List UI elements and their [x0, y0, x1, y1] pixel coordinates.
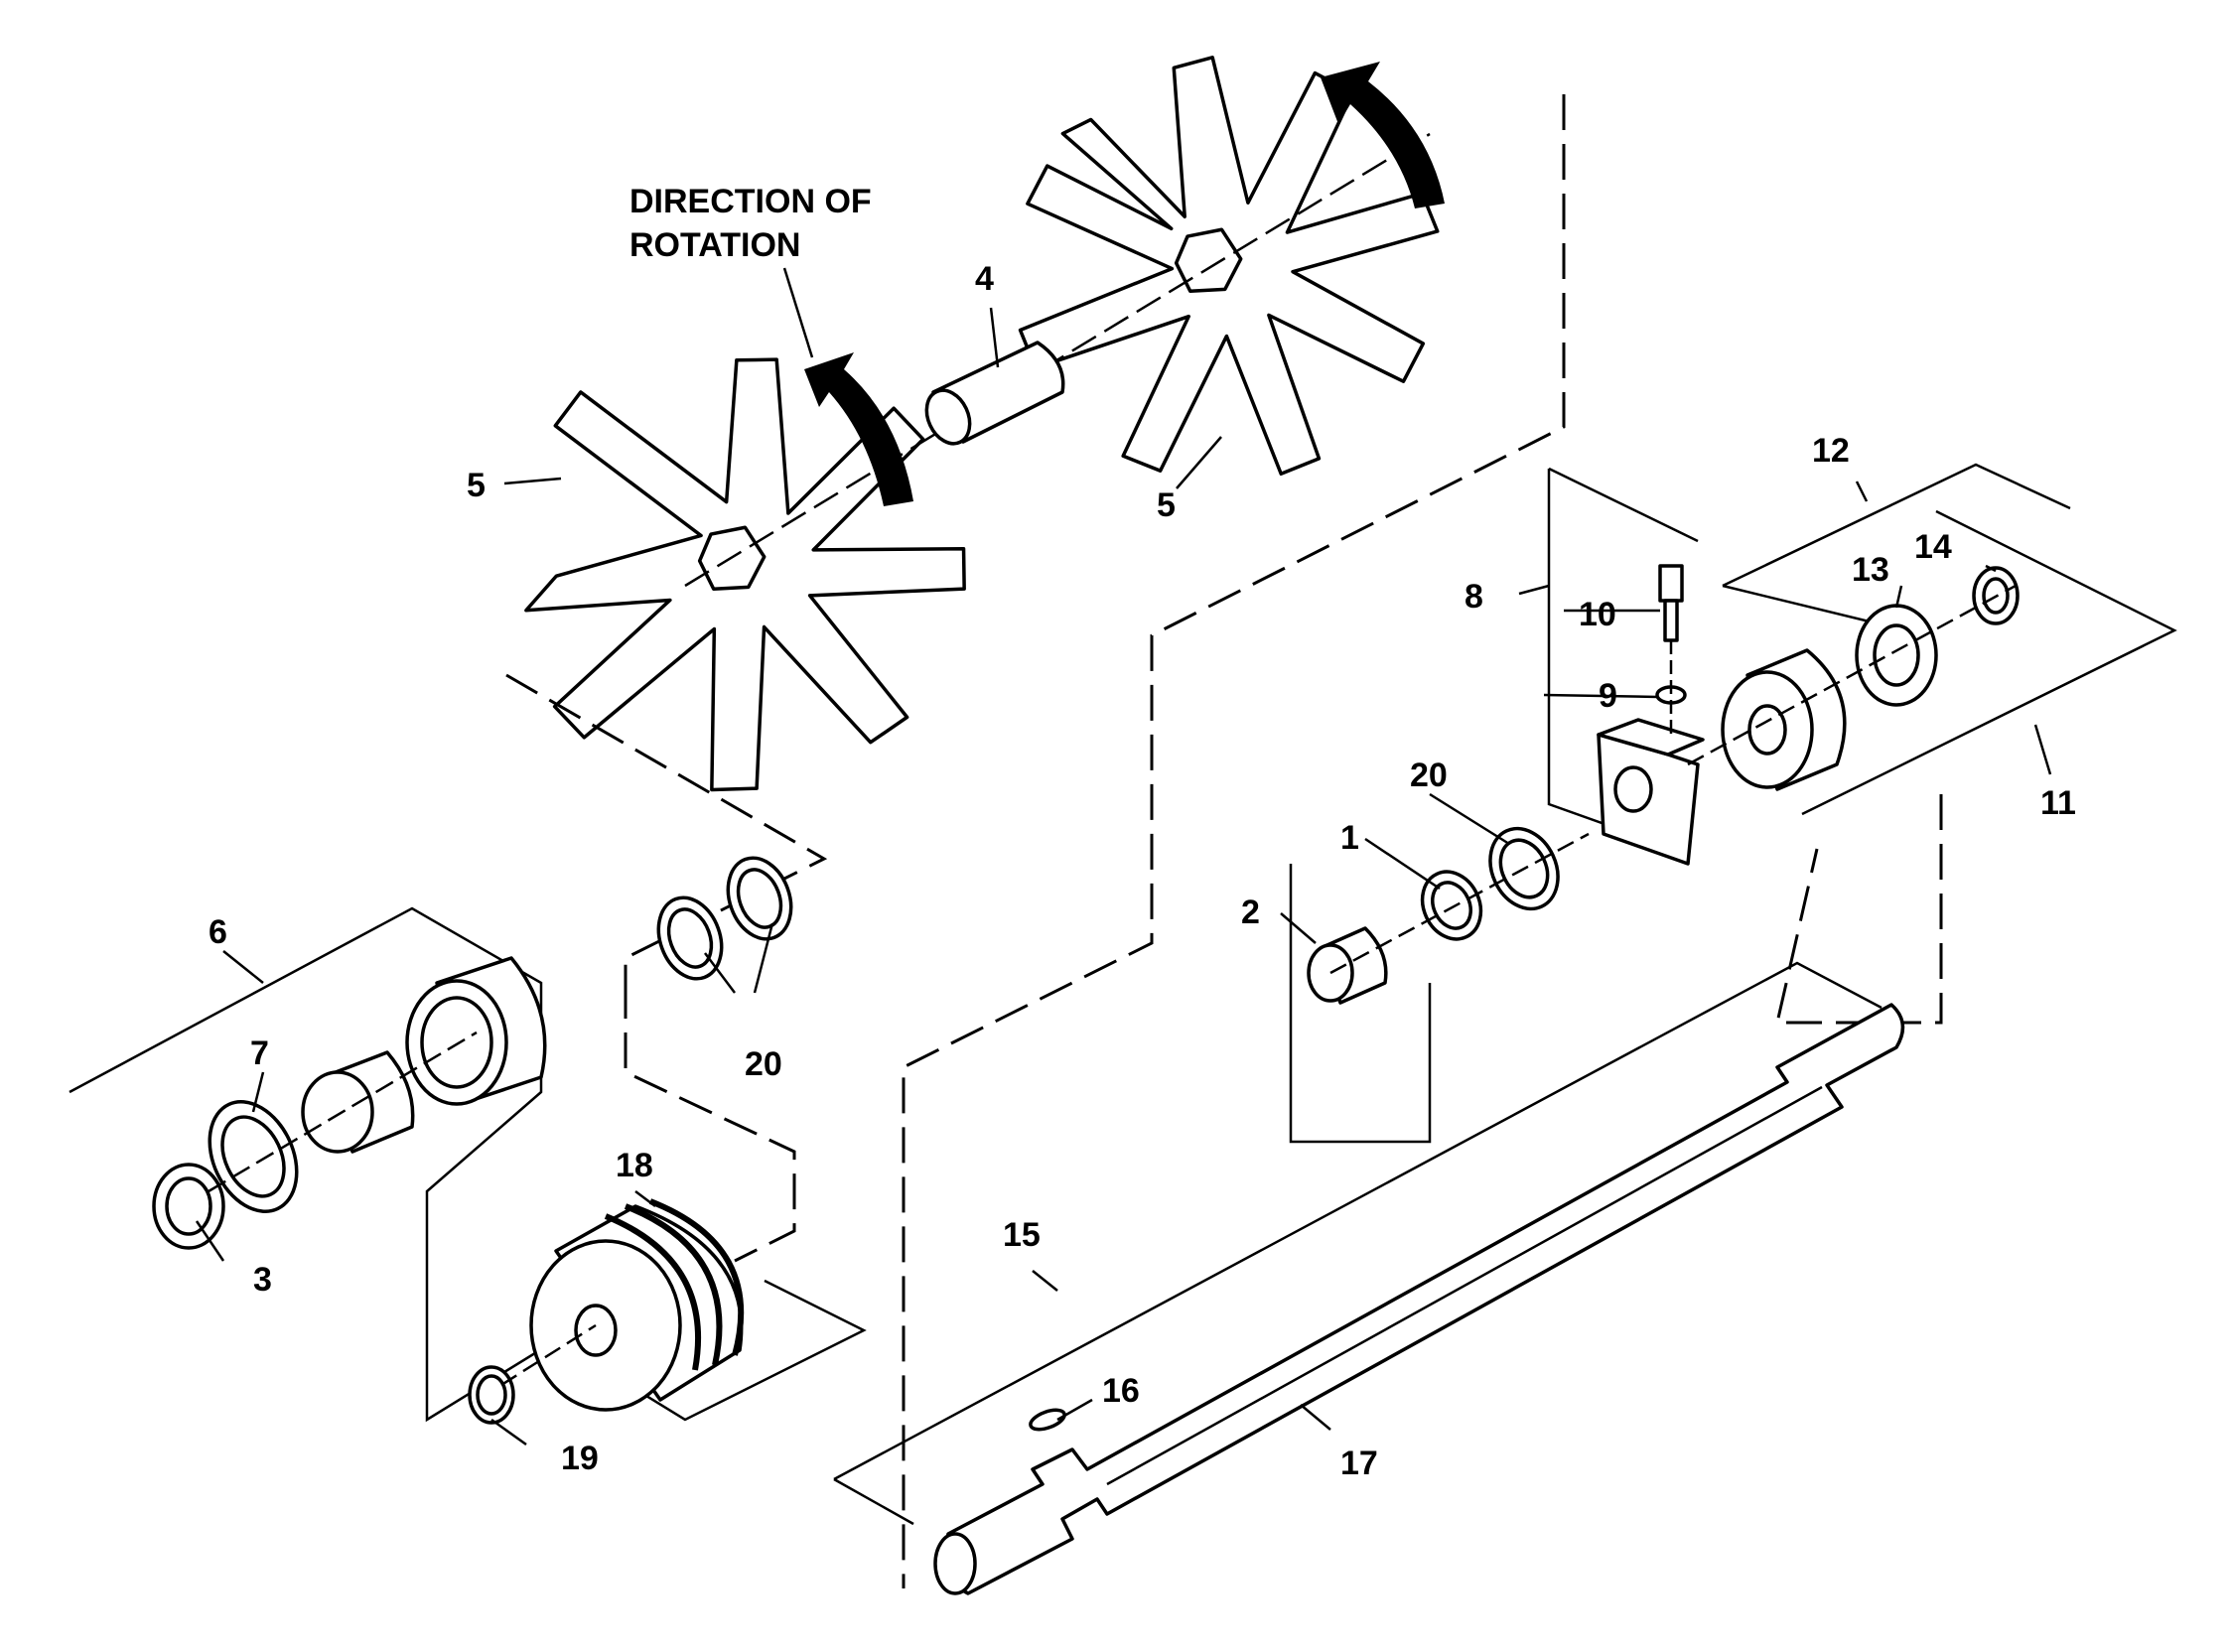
- path-left-mid: [624, 983, 796, 1263]
- callout-19: 19: [561, 1440, 599, 1477]
- path-right: [1775, 794, 1943, 1025]
- rotation-arrow-left: [804, 352, 913, 506]
- callout-20a: 20: [745, 1045, 782, 1083]
- callout-1: 1: [1340, 819, 1359, 857]
- shaft-key: [1029, 1408, 1066, 1432]
- pulley: [468, 1198, 745, 1425]
- callout-14: 14: [1914, 528, 1952, 566]
- callout-5b: 5: [1157, 486, 1176, 524]
- callout-9: 9: [1599, 677, 1617, 715]
- path-main: [902, 94, 1566, 1588]
- callouts: 5 5 4 6 7 3 20 18 19 15 16 17 8 10 9 12 …: [209, 260, 2076, 1482]
- callout-2: 2: [1241, 894, 1260, 931]
- path-left-top: [505, 673, 828, 983]
- hex-hub-right: [1174, 227, 1243, 293]
- bearing-group-right: [1307, 463, 2177, 1005]
- callout-6: 6: [209, 913, 227, 951]
- callout-16: 16: [1102, 1372, 1140, 1410]
- title-line-2: ROTATION: [629, 226, 801, 264]
- rotation-arrow-right: [1321, 62, 1445, 208]
- bearing-group-left: [69, 906, 867, 1423]
- callout-18: 18: [616, 1147, 653, 1184]
- callout-11: 11: [2040, 784, 2076, 822]
- callout-13: 13: [1852, 551, 1889, 589]
- rotation-title: DIRECTION OF ROTATION: [629, 183, 872, 358]
- callout-10: 10: [1579, 596, 1616, 633]
- title-leader: [782, 267, 814, 358]
- callout-8: 8: [1465, 578, 1483, 616]
- callout-12: 12: [1812, 432, 1850, 470]
- impeller-right: [1018, 56, 1440, 477]
- callout-20b: 20: [1410, 757, 1448, 794]
- callout-7: 7: [250, 1034, 269, 1072]
- callout-4: 4: [975, 260, 994, 298]
- impeller-left: [524, 357, 966, 792]
- callout-17: 17: [1340, 1445, 1378, 1482]
- shaft-group-outline: [833, 961, 1883, 1481]
- seal-rings-left: [656, 856, 793, 994]
- title-line-1: DIRECTION OF: [629, 183, 872, 220]
- group-6-outline: [69, 906, 867, 1423]
- spacer-tube: [924, 341, 1065, 446]
- callout-5a: 5: [467, 467, 486, 504]
- callout-3: 3: [253, 1261, 272, 1299]
- leader-lines: [195, 307, 2052, 1446]
- main-shaft: [833, 961, 1905, 1595]
- path-right-box: [1289, 864, 1432, 1144]
- callout-15: 15: [1003, 1216, 1041, 1254]
- assembly-path: [505, 94, 1943, 1588]
